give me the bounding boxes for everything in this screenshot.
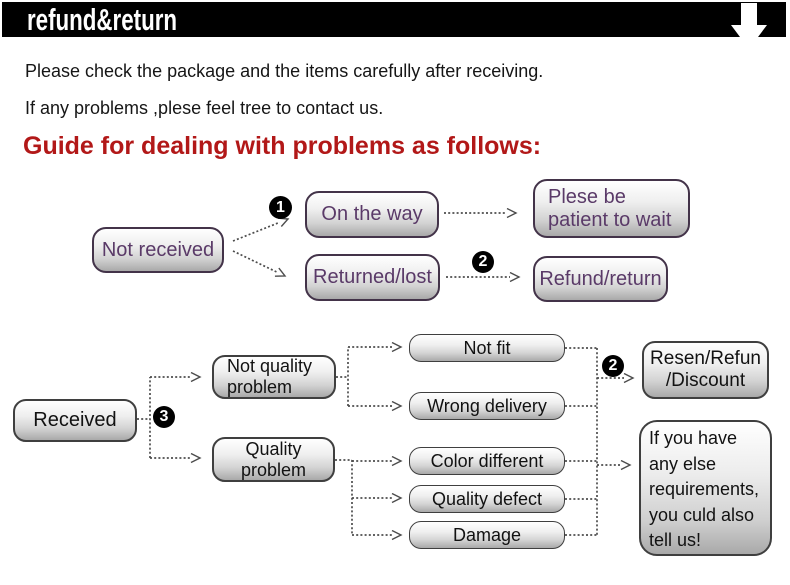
bubble-line: If you have [649, 428, 738, 448]
node-label: Not fit [463, 337, 511, 358]
node-label: Quality defect [431, 488, 543, 509]
banner-title: refund&return [27, 2, 178, 37]
node-returned-lost: Returned/lost [305, 254, 440, 301]
badge-2: 2 [472, 251, 494, 273]
node-not-received: Not received [92, 227, 224, 273]
node-color-different: Color different [409, 447, 565, 475]
node-label-line2: patient to wait [548, 208, 672, 231]
node-label-line2: problem [240, 459, 307, 480]
down-arrow-icon [731, 3, 767, 49]
node-label: Damage [452, 524, 522, 545]
node-damage: Damage [409, 521, 565, 549]
bubble-line: you culd also [649, 504, 755, 525]
node-label: Color different [430, 450, 544, 471]
node-not-fit: Not fit [409, 334, 565, 362]
badge-3: 3 [153, 406, 175, 428]
node-refund-return: Refund/return [533, 256, 668, 302]
bubble-line: any else [649, 453, 717, 474]
node-resend-refund-discount: Resen/Refun /Discount [642, 341, 769, 399]
node-label-line1: Plese be [548, 185, 626, 208]
node-label: Wrong delivery [427, 395, 547, 416]
badge-2b: 2 [602, 355, 624, 377]
intro-line-1: Please check the package and the items c… [25, 61, 544, 81]
node-patient-to-wait: Plese be patient to wait [533, 179, 690, 238]
node-quality-defect: Quality defect [409, 485, 565, 513]
node-wrong-delivery: Wrong delivery [409, 392, 565, 420]
node-label-line1: Not quality [227, 356, 313, 376]
node-not-quality-problem: Not quality problem [212, 355, 336, 399]
bubble-line: tell us! [649, 530, 702, 550]
intro-line-2: If any problems ,plese feel tree to cont… [25, 98, 384, 118]
node-label-line2: problem [227, 377, 293, 397]
banner: refund&return [2, 2, 786, 37]
node-label: Returned/lost [313, 266, 432, 288]
guide-heading: Guide for dealing with problems as follo… [23, 132, 542, 160]
node-quality-problem: Quality problem [212, 437, 335, 482]
node-received: Received [13, 399, 137, 442]
node-label: Received [33, 409, 117, 431]
node-label: On the way [321, 203, 423, 225]
node-label-line2: /Discount [665, 370, 746, 391]
node-label: Not received [101, 238, 215, 261]
node-label-line1: Resen/Refun [650, 348, 761, 369]
node-on-the-way: On the way [305, 191, 439, 238]
badge-1: 1 [269, 196, 292, 219]
node-label-line1: Quality [245, 438, 302, 459]
node-any-else-requirements: If you have any else requirements, you c… [639, 420, 772, 556]
node-label: Refund/return [539, 267, 662, 290]
bubble-line: requirements, [649, 479, 760, 499]
